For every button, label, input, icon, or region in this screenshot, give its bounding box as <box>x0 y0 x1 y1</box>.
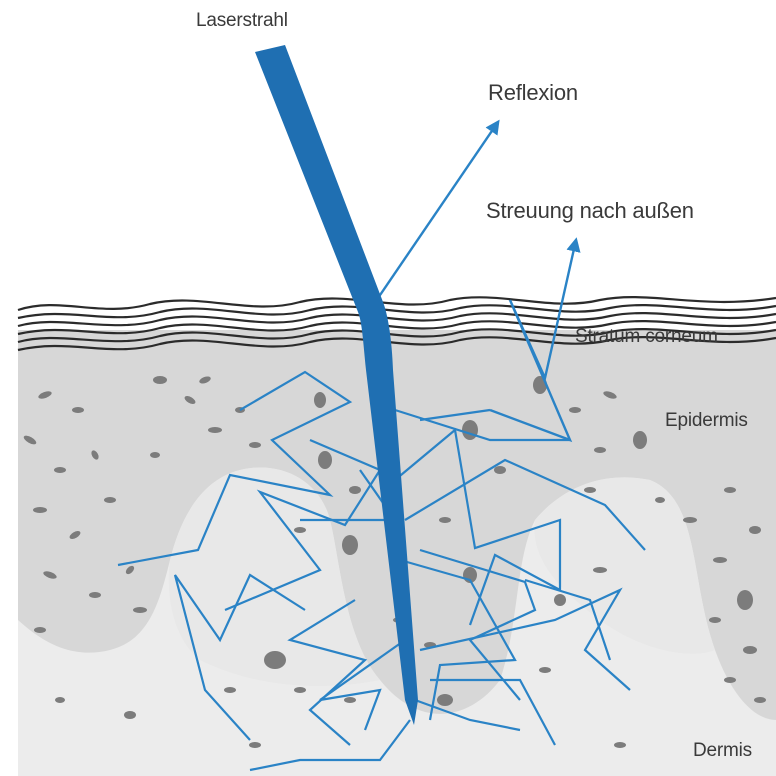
stratum-corneum-label: Stratum corneum <box>575 326 718 348</box>
epidermis-label: Epidermis <box>665 410 748 432</box>
laser-beam-label: Laserstrahl <box>196 10 288 32</box>
reflection-arrow <box>378 122 498 298</box>
dermis-label: Dermis <box>693 740 752 762</box>
reflexion-label: Reflexion <box>488 80 578 106</box>
outward-scatter-label: Streuung nach außen <box>486 198 694 224</box>
